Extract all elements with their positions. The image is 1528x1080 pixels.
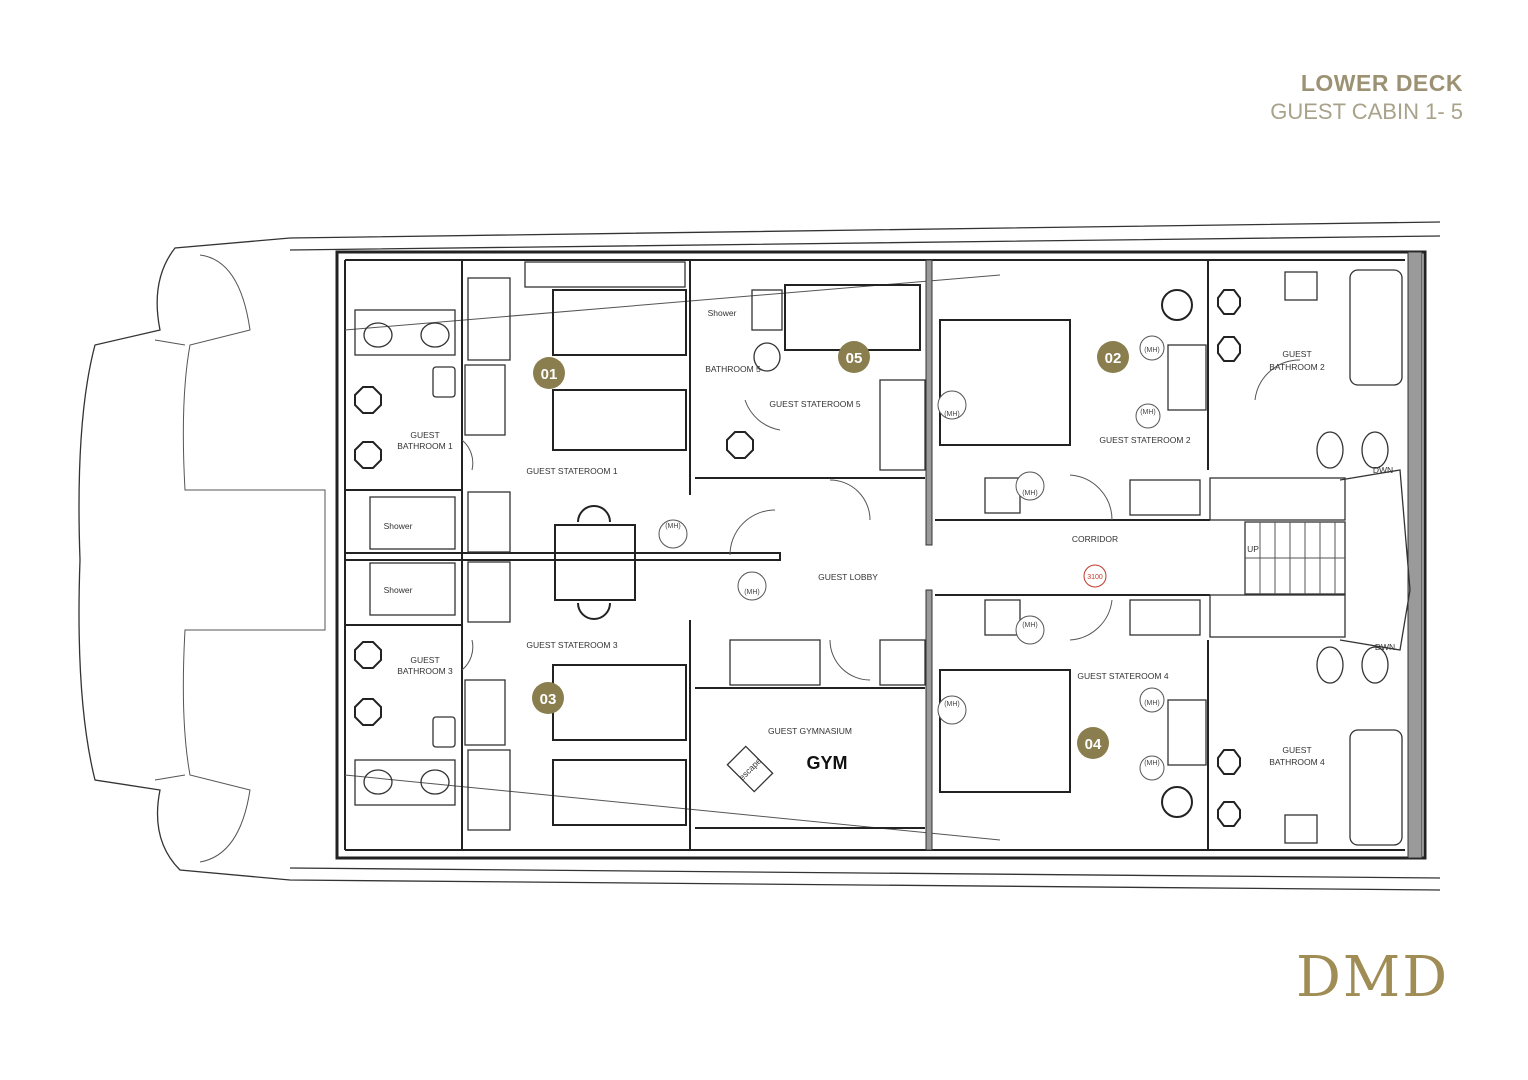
label-guest-bathroom-2: GUEST — [1282, 349, 1311, 359]
label-guest-bathroom-4-b: BATHROOM 4 — [1269, 757, 1325, 767]
label-escape: escape — [737, 756, 764, 783]
label-stateroom-2: GUEST STATEROOM 2 — [1099, 435, 1190, 445]
mh-marker: (MH) — [1135, 403, 1161, 429]
svg-text:(MH): (MH) — [1144, 347, 1160, 354]
svg-text:02: 02 — [1105, 350, 1122, 367]
walls — [335, 250, 1427, 860]
label-guest-bathroom-4: GUEST — [1282, 745, 1311, 755]
label-guest-bathroom-3-b: BATHROOM 3 — [397, 666, 453, 676]
svg-text:(MH): (MH) — [944, 411, 960, 418]
svg-text:(MH): (MH) — [665, 523, 681, 530]
mh-marker: (MH) — [737, 571, 767, 601]
svg-text:(MH): (MH) — [744, 589, 760, 596]
label-stairs-down-bottom: DWN — [1375, 642, 1395, 652]
mh-marker: (MH) — [1015, 615, 1045, 645]
mh-marker: (MH) — [1139, 335, 1165, 361]
marker-3100: 3100 — [1083, 564, 1107, 588]
svg-text:04: 04 — [1085, 736, 1102, 753]
label-stateroom-1: GUEST STATEROOM 1 — [526, 466, 617, 476]
mh-marker: (MH) — [1139, 755, 1165, 781]
label-stateroom-4: GUEST STATEROOM 4 — [1077, 671, 1168, 681]
cabin-badge-01: 01 — [533, 357, 565, 389]
label-corridor: CORRIDOR — [1072, 534, 1118, 544]
deck-subtitle: GUEST CABIN 1- 5 — [1270, 99, 1463, 124]
label-bathroom-5: BATHROOM 5 — [705, 364, 761, 374]
label-stateroom-3: GUEST STATEROOM 3 — [526, 640, 617, 650]
label-shower-3: Shower — [384, 585, 413, 595]
cabin-badge-03: 03 — [532, 682, 564, 714]
svg-text:(MH): (MH) — [1022, 490, 1038, 497]
svg-text:(MH): (MH) — [1144, 700, 1160, 707]
label-gym: GYM — [806, 753, 847, 773]
label-guest-bathroom-2-b: BATHROOM 2 — [1269, 362, 1325, 372]
mh-marker: (MH) — [937, 390, 967, 420]
label-stateroom-5: GUEST STATEROOM 5 — [769, 399, 860, 409]
label-stairs-down-top: DWN — [1373, 465, 1393, 475]
label-guest-lobby: GUEST LOBBY — [818, 572, 878, 582]
label-stairs-up: UP — [1247, 544, 1259, 554]
deck-title-block: LOWER DECK GUEST CABIN 1- 5 — [1270, 70, 1463, 125]
cabin-badge-02: 02 — [1097, 341, 1129, 373]
label-guest-bathroom-1-b: BATHROOM 1 — [397, 441, 453, 451]
svg-text:3100: 3100 — [1087, 574, 1103, 581]
mh-marker: (MH) — [658, 519, 688, 549]
svg-text:05: 05 — [846, 350, 863, 367]
deck-title: LOWER DECK — [1300, 70, 1463, 96]
hull-outline — [78, 221, 1441, 891]
mh-markers: (MH) (MH) (MH) (MH) (MH) (MH) (MH) (MH) … — [658, 335, 1165, 781]
mh-marker: (MH) — [937, 695, 967, 725]
label-shower-5: Shower — [708, 308, 737, 318]
mh-marker: (MH) — [1015, 471, 1045, 501]
mh-marker: (MH) — [1139, 687, 1165, 713]
dmd-logo: DMD — [1296, 945, 1450, 1010]
svg-text:(MH): (MH) — [1144, 760, 1160, 767]
label-guest-gymnasium: GUEST GYMNASIUM — [768, 726, 852, 736]
svg-text:03: 03 — [540, 691, 557, 708]
svg-text:(MH): (MH) — [1140, 409, 1156, 416]
room-labels: GUEST BATHROOM 1 GUEST BATHROOM 3 GUEST … — [384, 308, 1396, 782]
label-shower-1: Shower — [384, 521, 413, 531]
svg-text:01: 01 — [541, 366, 558, 383]
staircase — [1244, 469, 1411, 651]
cabin-badge-05: 05 — [838, 341, 870, 373]
label-guest-bathroom-3: GUEST — [410, 655, 439, 665]
svg-text:(MH): (MH) — [1022, 622, 1038, 629]
svg-text:(MH): (MH) — [944, 701, 960, 708]
label-guest-bathroom-1: GUEST — [410, 430, 439, 440]
cabin-badge-04: 04 — [1077, 727, 1109, 759]
